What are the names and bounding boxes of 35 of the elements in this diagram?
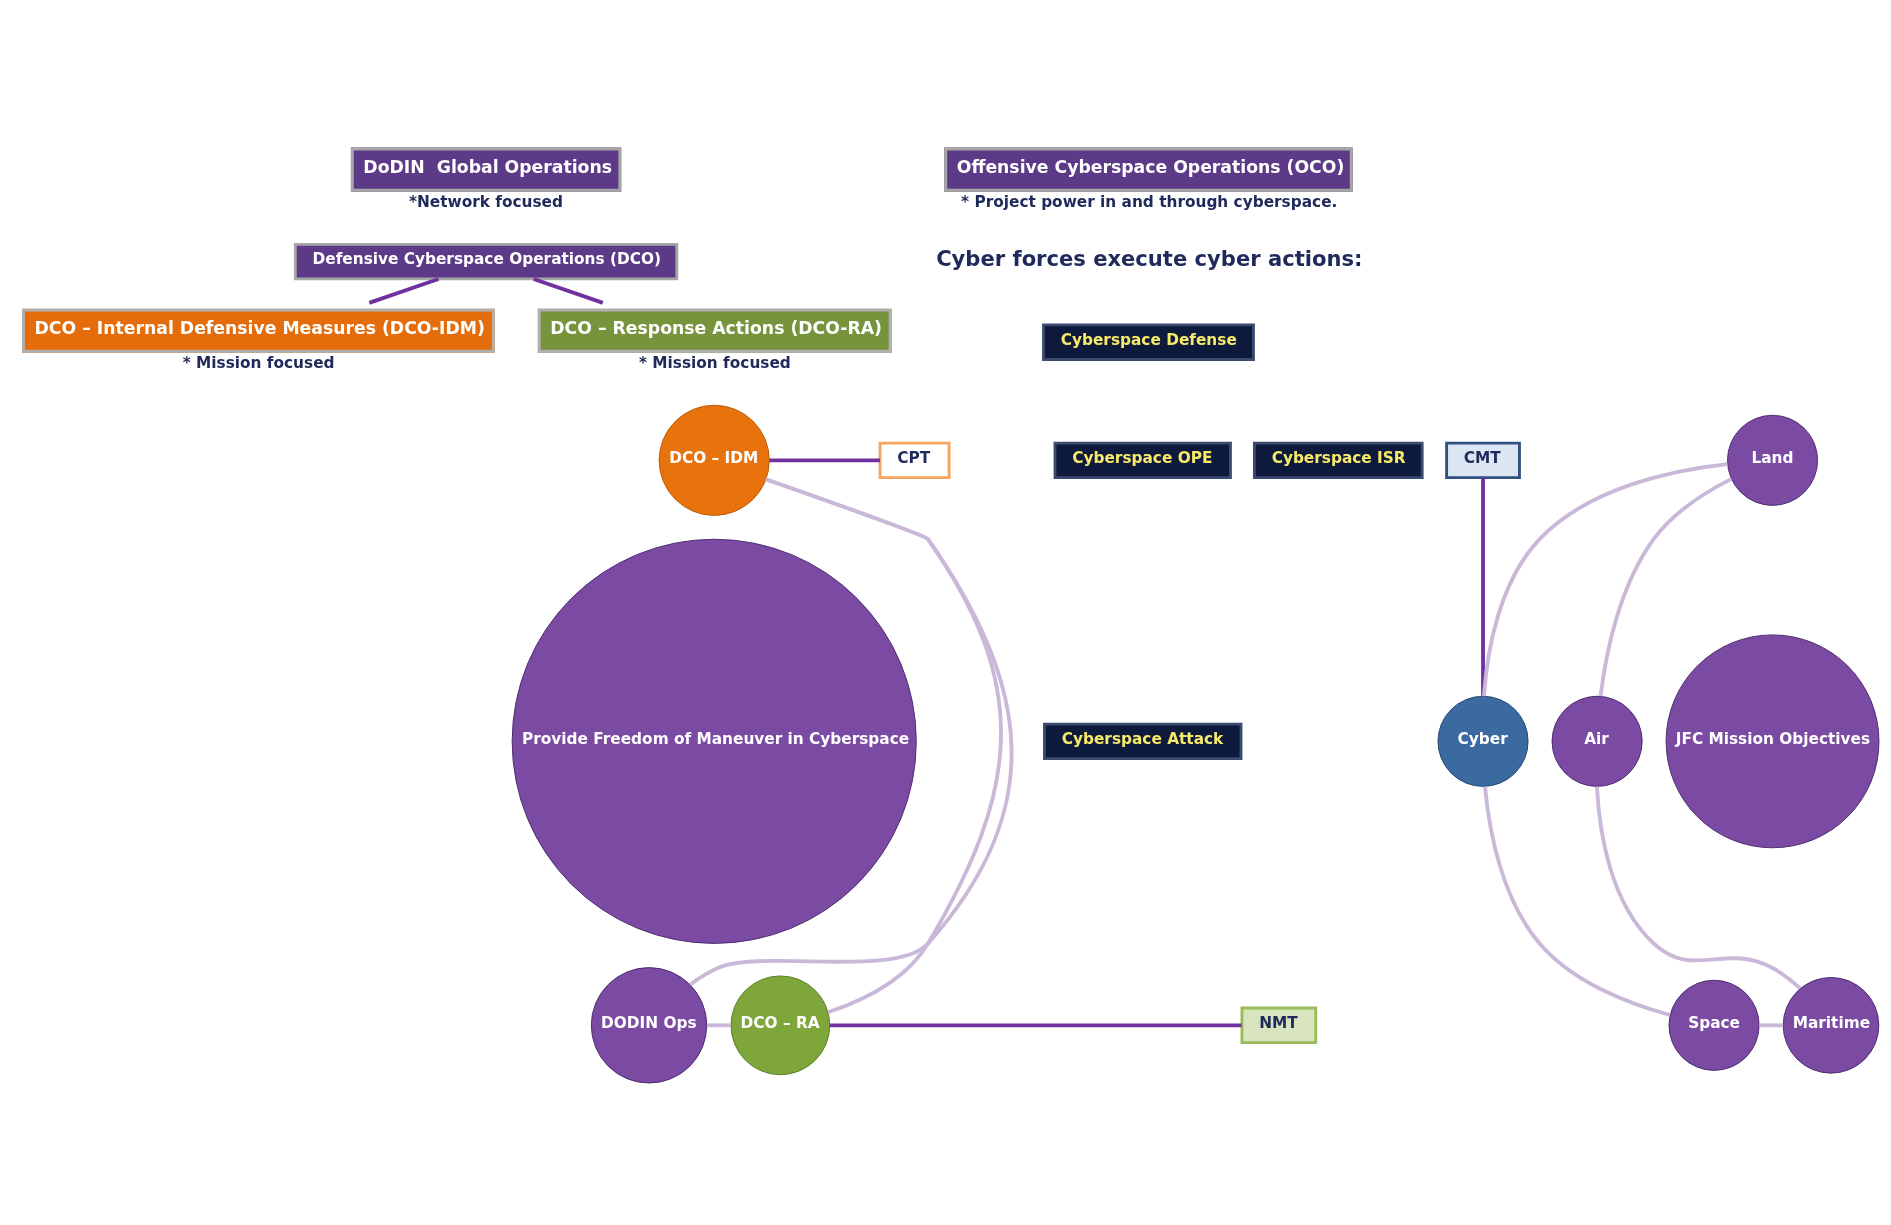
node-box: CMT [1445, 441, 1521, 479]
node-circle: DCO – IDM [658, 404, 770, 516]
connector [1482, 462, 1728, 697]
node-box: Cyberspace Defense [1042, 323, 1255, 361]
node-circle: Air [1551, 695, 1643, 787]
node-box: Defensive Cyberspace Operations (DCO) [293, 242, 679, 281]
node-box: Cyberspace OPE [1053, 441, 1232, 479]
connector [689, 477, 1014, 987]
node-box: Cyberspace Attack [1043, 722, 1243, 761]
connector [707, 1023, 731, 1028]
node-box: CPT [878, 441, 951, 479]
node-circle: Space [1668, 979, 1760, 1071]
connector [368, 277, 440, 305]
connector [1483, 786, 1671, 1017]
node-label: * Mission focused [638, 353, 791, 372]
node-circle: DCO – RA [730, 975, 831, 1076]
node-box: NMT [1240, 1006, 1318, 1044]
node-box: Cyberspace ISR [1252, 441, 1424, 479]
node-circle: Land [1727, 414, 1819, 506]
node-label: * Project power in and through cyberspace. [961, 192, 1338, 211]
node-label: * Mission focused [182, 353, 335, 372]
connector [1598, 477, 1733, 697]
connector [769, 458, 880, 463]
connector [533, 277, 604, 305]
node-circle: Cyber [1437, 695, 1529, 787]
connector [1481, 477, 1485, 697]
connector [1759, 1023, 1784, 1028]
node-circle: DODIN Ops [590, 967, 708, 1084]
connector [829, 1023, 1242, 1028]
label: Cyber forces execute cyber actions: [936, 246, 1363, 272]
node-label: *Network focused [408, 192, 563, 211]
node-circle: JFC Mission Objectives [1665, 634, 1880, 849]
connector [1595, 786, 1802, 990]
node-circle: Provide Freedom of Maneuver in Cyberspace [511, 538, 917, 944]
node-circle: Maritime [1782, 977, 1880, 1074]
